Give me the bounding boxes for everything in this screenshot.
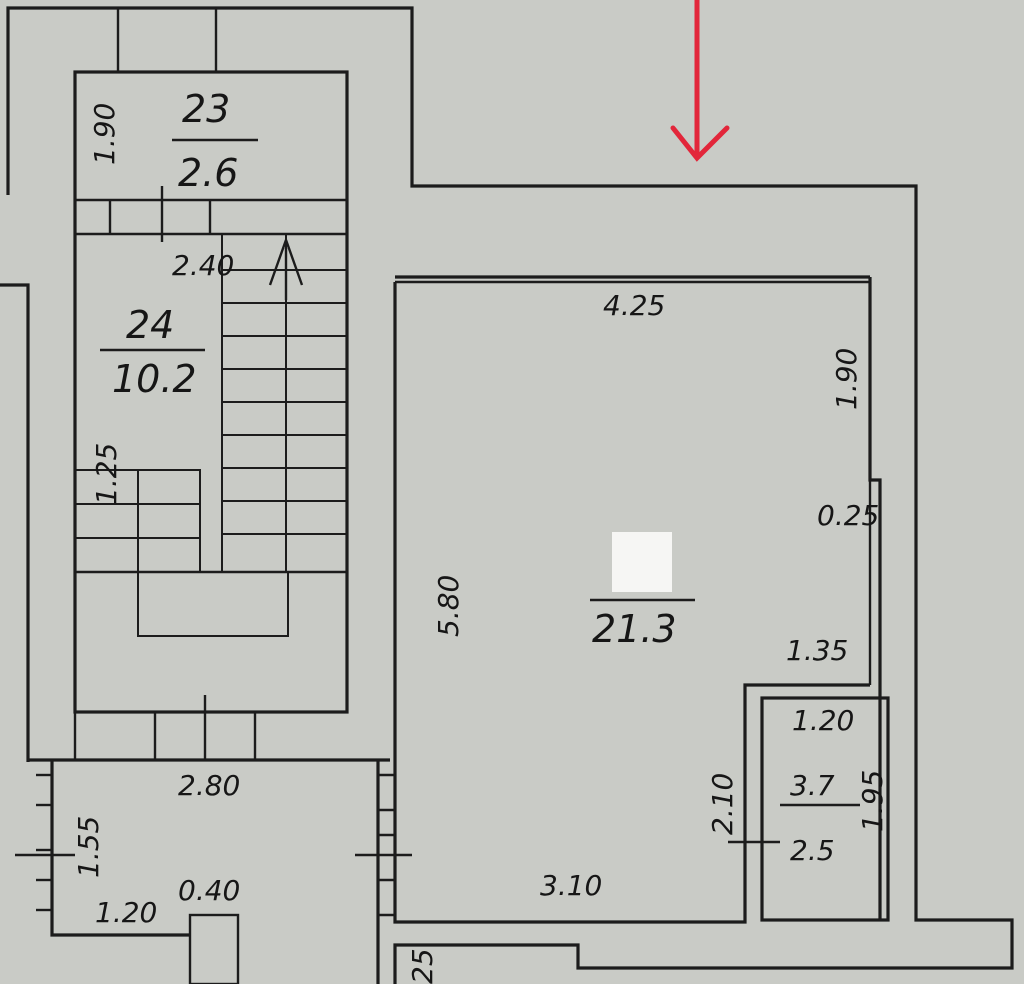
dim-lower-left: 1.55: [72, 816, 105, 878]
dim-bath-top: 1.20: [792, 704, 854, 737]
red-marker-arrow-icon: [670, 0, 730, 162]
room-24-area: 10.2: [112, 357, 197, 401]
dim-lower-bottom-b: 0.40: [178, 874, 240, 907]
stair-direction-arrow: [268, 236, 304, 300]
lower-left-room: [15, 758, 412, 984]
outer-walls: [0, 6, 1014, 984]
dim-bath-right: 1.95: [856, 770, 889, 832]
dim-main-right-upper: 1.90: [830, 348, 863, 410]
dim-corner-fragment: 25: [406, 948, 439, 984]
room-23-area: 2.6: [178, 151, 238, 195]
room-24-number: 24: [126, 303, 174, 347]
dim-lower-bottom-a: 1.20: [95, 896, 157, 929]
room-23-number: 23: [182, 87, 230, 131]
main-room-area: 21.3: [592, 607, 677, 651]
room-number-mask: [612, 532, 672, 592]
bathroom-number: 3.7: [790, 769, 835, 802]
dim-stair-top-height: 1.90: [88, 103, 121, 165]
stair-treads: [74, 233, 348, 637]
dim-stair-landing: 1.25: [90, 443, 123, 505]
dim-lower-top: 2.80: [178, 769, 240, 802]
dim-main-top: 4.25: [603, 289, 665, 322]
dim-main-bottom: 3.10: [540, 869, 602, 902]
bathroom-area: 2.5: [790, 834, 835, 867]
dim-main-right-step: 0.25: [817, 499, 879, 532]
bathroom: [728, 685, 890, 922]
room-label-lines: [100, 138, 860, 807]
dim-stair-width: 2.40: [172, 249, 234, 282]
dim-main-left: 5.80: [432, 575, 465, 637]
dim-main-notch: 1.35: [786, 634, 848, 667]
dim-bath-left: 2.10: [706, 773, 739, 835]
